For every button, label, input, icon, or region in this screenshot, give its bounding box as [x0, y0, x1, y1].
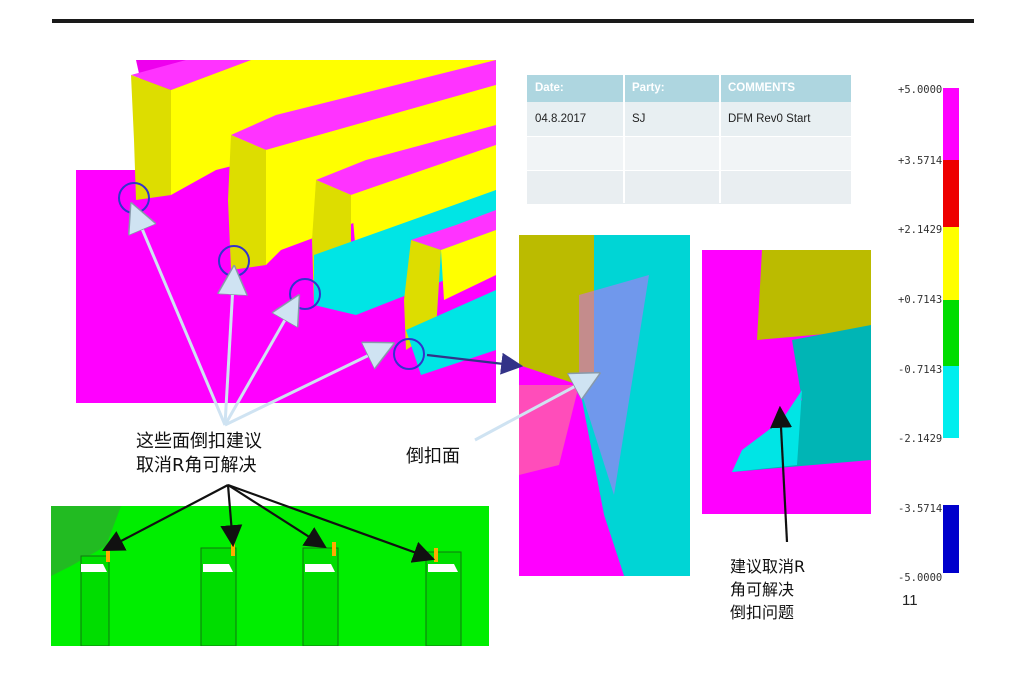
- right-note-line-1: 建议取消R: [730, 557, 806, 576]
- scale-label: -3.5714: [898, 503, 943, 515]
- table-header-date: Date:: [527, 75, 624, 102]
- undercut-detail-view: [519, 235, 690, 576]
- left-note: 这些面倒扣建议 取消R角可解决: [136, 430, 262, 478]
- table-row: [527, 171, 851, 204]
- scale-band: [943, 160, 959, 227]
- scale-label: +2.1429: [898, 224, 943, 236]
- table-header-party: Party:: [624, 75, 720, 102]
- table-divider: [623, 75, 625, 203]
- left-note-line-2: 取消R角可解决: [136, 455, 257, 476]
- right-note-line-2: 角可解决: [730, 580, 795, 599]
- scale-band: [943, 505, 959, 573]
- side-detail-view: [702, 250, 871, 514]
- part-view-main: [76, 60, 496, 403]
- table-cell-comments: DFM Rev0 Start: [720, 102, 851, 136]
- part-view-bottom: [51, 506, 489, 646]
- undercut-face-label: 倒扣面: [406, 446, 460, 467]
- scale-label: +0.7143: [898, 294, 943, 306]
- table-cell-date: 04.8.2017: [527, 102, 624, 136]
- scale-band: [943, 227, 959, 300]
- right-note: 建议取消R 角可解决 倒扣问题: [730, 555, 805, 624]
- scale-label: -2.1429: [898, 433, 943, 445]
- revision-table: Date: Party: COMMENTS 04.8.2017 SJ DFM R…: [527, 75, 851, 204]
- page-number: 11: [902, 592, 918, 609]
- right-note-line-3: 倒扣问题: [730, 603, 795, 622]
- scale-label: -0.7143: [898, 364, 943, 376]
- table-row: [527, 137, 851, 170]
- scale-label: +5.0000: [898, 84, 943, 96]
- scale-band: [943, 300, 959, 366]
- table-divider: [719, 75, 721, 203]
- scale-label: +3.5714: [898, 155, 943, 167]
- scale-band: [943, 366, 959, 438]
- header-rule: [52, 19, 974, 23]
- scale-band: [943, 88, 959, 160]
- table-cell-party: SJ: [624, 102, 720, 136]
- scale-label: -5.0000: [898, 572, 943, 584]
- left-note-line-1: 这些面倒扣建议: [136, 431, 262, 452]
- table-header-comments: COMMENTS: [720, 75, 851, 102]
